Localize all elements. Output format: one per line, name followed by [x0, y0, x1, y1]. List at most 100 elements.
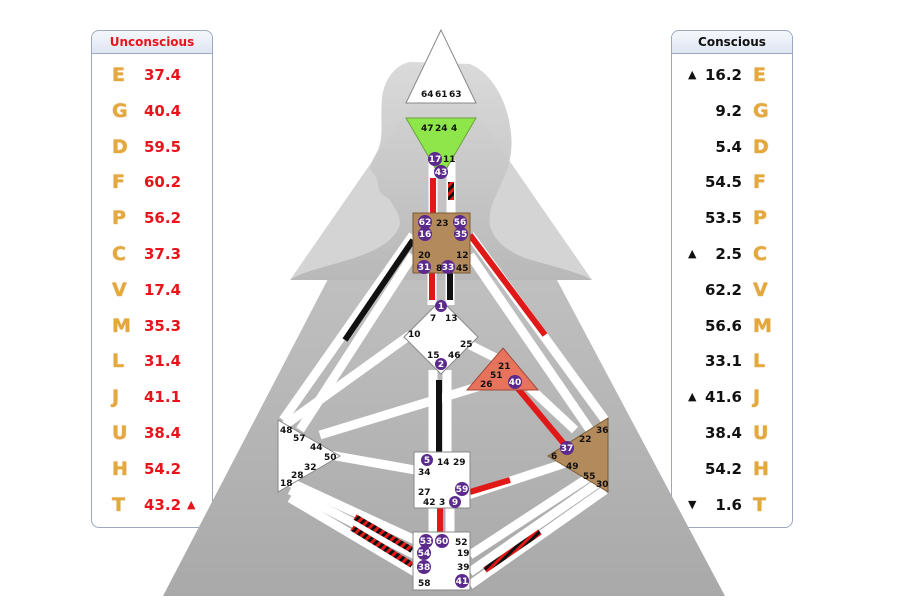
planet-symbol: H [753, 457, 769, 480]
gate-22: 22 [579, 435, 592, 445]
gate-48: 48 [280, 426, 293, 436]
gate-55: 55 [583, 472, 596, 482]
gate-46: 46 [448, 351, 461, 361]
svg-text:31: 31 [418, 263, 431, 273]
direction-arrow: ▲ [187, 497, 196, 511]
gate-line-value: 16.2 [704, 66, 742, 84]
svg-text:60: 60 [436, 537, 449, 547]
gate-10: 10 [408, 330, 421, 340]
unconscious-row-h: H 54.2 [92, 457, 212, 481]
gate-41-circle: 41 [455, 574, 469, 588]
gate-20: 20 [418, 251, 431, 261]
gate-4: 4 [451, 124, 457, 134]
planet-symbol: J [753, 386, 761, 409]
planet-symbol: U [112, 422, 128, 444]
direction-arrow: ▲ [688, 390, 697, 404]
gate-60-circle: 60 [435, 534, 449, 548]
gate-15: 15 [427, 351, 440, 361]
svg-text:62: 62 [419, 218, 432, 228]
emotional-center [547, 417, 609, 493]
svg-text:38: 38 [418, 563, 431, 573]
gate-line-value: 40.4 [144, 101, 182, 120]
direction-arrow: ▲ [688, 247, 697, 260]
gate-64: 64 [421, 90, 434, 100]
gate-37-circle: 37 [560, 441, 574, 455]
gate-labels: 64 61 63 47 24 4 11 23 20 12 8 45 7 13 1… [280, 90, 609, 589]
planet-symbol: G [753, 99, 769, 122]
planet-symbol: H [112, 457, 128, 480]
svg-text:5: 5 [424, 456, 430, 466]
planet-symbol: E [753, 64, 766, 86]
svg-text:41: 41 [456, 577, 469, 587]
gate-line-value: 38.4 [144, 424, 182, 442]
gate-35-circle: 35 [454, 227, 468, 241]
gate-52: 52 [455, 538, 468, 548]
gate-24: 24 [435, 124, 448, 134]
planet-symbol: M [753, 314, 772, 337]
svg-text:56: 56 [454, 218, 467, 228]
svg-text:59: 59 [456, 485, 469, 495]
gate-line-value: 54.2 [144, 459, 182, 478]
gate-19: 19 [457, 549, 470, 559]
svg-text:43: 43 [435, 168, 448, 178]
gate-39: 39 [457, 563, 470, 573]
planet-symbol: V [112, 278, 127, 301]
gate-40-circle: 40 [508, 375, 522, 389]
gate-line-value: 56.2 [144, 209, 182, 228]
gate-59-circle: 59 [455, 482, 469, 496]
gate-61: 61 [435, 90, 448, 100]
gate-line-value: 54.2 [704, 459, 742, 478]
gate-line-value: 5.4 [715, 137, 742, 156]
gate-17-circle: 17 [428, 152, 442, 166]
gate-6: 6 [551, 452, 557, 462]
gate-14: 14 [437, 458, 450, 468]
unconscious-row-g: G 40.4 [92, 99, 212, 123]
svg-text:35: 35 [455, 230, 468, 240]
gate-line-value: 9.2 [715, 101, 742, 120]
gate-line-value: 35.3 [144, 316, 182, 335]
svg-text:2: 2 [438, 360, 444, 370]
gate-43-circle: 43 [434, 165, 448, 179]
gate-42: 42 [423, 498, 436, 508]
planet-symbol: P [112, 207, 126, 230]
conscious-row-g: 9.2 G [672, 99, 792, 123]
direction-arrow: ▼ [688, 497, 697, 511]
gate-51: 51 [490, 371, 503, 381]
planet-symbol: U [753, 422, 769, 444]
gate-34: 34 [418, 468, 431, 478]
gate-50: 50 [324, 453, 337, 463]
gate-29: 29 [453, 458, 466, 468]
gate-58: 58 [418, 579, 431, 589]
gate-25: 25 [460, 340, 473, 350]
gate-1-circle: 1 [435, 300, 447, 312]
gate-line-value: 59.5 [144, 137, 182, 156]
gate-line-value: 62.2 [704, 280, 742, 299]
gate-31-circle: 31 [417, 260, 431, 274]
gate-44: 44 [310, 443, 323, 453]
planet-symbol: E [112, 64, 125, 86]
svg-text:53: 53 [420, 537, 433, 547]
gate-18: 18 [280, 479, 293, 489]
planet-symbol: F [112, 171, 125, 194]
planet-symbol: C [112, 243, 126, 265]
gate-line-value: 54.5 [704, 173, 742, 192]
svg-text:33: 33 [442, 263, 455, 273]
unconscious-row-p: P 56.2 [92, 206, 212, 230]
unconscious-title: Unconscious [92, 31, 212, 54]
gate-line-value: 17.4 [144, 280, 182, 299]
planet-symbol: G [112, 99, 128, 122]
gate-36: 36 [596, 426, 609, 436]
gate-56-circle: 56 [453, 215, 467, 229]
gate-21: 21 [498, 362, 511, 372]
head-center [405, 28, 477, 104]
